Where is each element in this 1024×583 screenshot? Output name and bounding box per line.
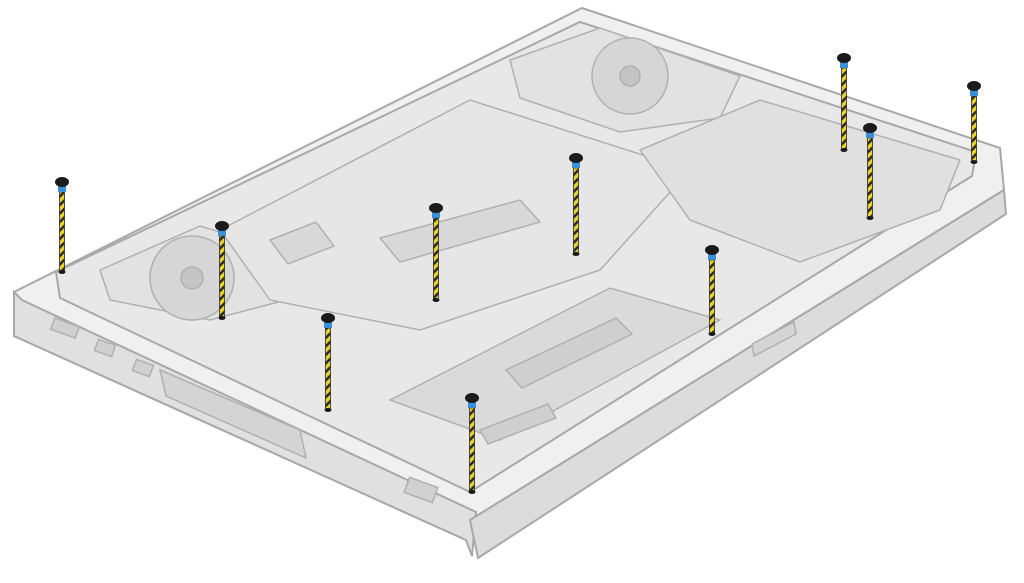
port-1 [49, 316, 81, 340]
screw-collar [572, 162, 580, 168]
screw-collar [468, 402, 476, 408]
screw-hole [324, 408, 332, 412]
screw-2 [215, 221, 229, 320]
screw-shaft [971, 95, 977, 163]
screw-1 [55, 177, 69, 274]
screw-shaft [709, 259, 715, 335]
screw-7 [705, 245, 719, 336]
screw-head [569, 153, 583, 163]
screw-head [429, 203, 443, 213]
battery-label [504, 317, 634, 389]
screw-8 [837, 53, 851, 152]
screw-hole [468, 490, 476, 494]
screw-head [863, 123, 877, 133]
side-vent [403, 476, 439, 504]
screw-3 [321, 313, 335, 412]
screw-head [321, 313, 335, 323]
screw-hole [432, 298, 440, 302]
screw-collar [218, 230, 226, 236]
screw-hole [572, 252, 580, 256]
screw-hole [58, 270, 66, 274]
screw-hole [708, 332, 716, 336]
screw-head [55, 177, 69, 187]
screw-collar [708, 254, 716, 260]
screw-collar [432, 212, 440, 218]
screw-shaft [325, 327, 331, 411]
screw-10 [967, 81, 981, 164]
screw-collar [324, 322, 332, 328]
screw-shaft [841, 67, 847, 151]
optical-drive-slot [158, 368, 308, 460]
screw-shaft [469, 407, 475, 493]
screw-6 [569, 153, 583, 256]
screw-shaft [867, 137, 873, 219]
screw-hole [866, 216, 874, 220]
screw-5 [465, 393, 479, 494]
screw-shaft [219, 235, 225, 319]
screw-collar [840, 62, 848, 68]
wireless-card [268, 221, 336, 265]
screw-collar [58, 186, 66, 192]
service-tag-label [478, 403, 558, 445]
screw-shaft [433, 217, 439, 301]
screw-hole [218, 316, 226, 320]
screw-shaft [573, 167, 579, 255]
screw-hole [840, 148, 848, 152]
right-drive-bay [638, 99, 962, 263]
port-3 [131, 358, 155, 378]
screw-collar [970, 90, 978, 96]
latch-slot [751, 320, 797, 358]
screw-4 [429, 203, 443, 302]
memory-module [378, 199, 542, 263]
screw-head [215, 221, 229, 231]
screw-shaft [59, 191, 65, 273]
port-2 [93, 338, 117, 358]
screw-9 [863, 123, 877, 220]
screw-hole [970, 160, 978, 164]
chassis-right-face [468, 188, 1008, 560]
screw-head [465, 393, 479, 403]
screw-head [705, 245, 719, 255]
screw-collar [866, 132, 874, 138]
screw-head [967, 81, 981, 91]
screw-callouts [55, 53, 981, 494]
screw-head [837, 53, 851, 63]
